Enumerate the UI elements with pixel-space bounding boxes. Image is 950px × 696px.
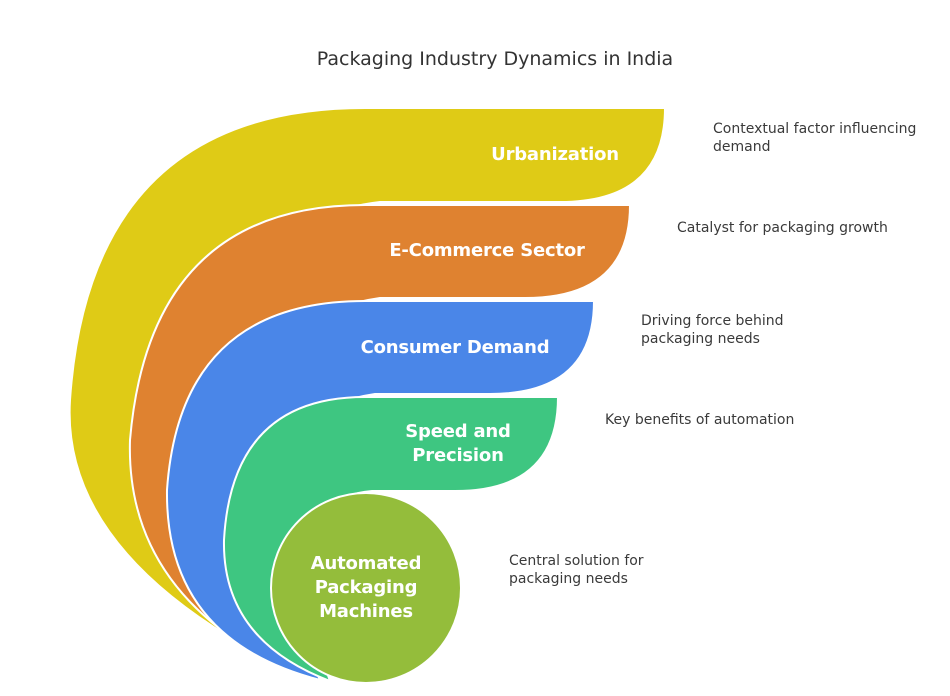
layer-label-e-commerce-sector: E-Commerce Sector [389, 240, 585, 261]
layer-description-speed-and-precision: Key benefits of automation [605, 412, 795, 428]
layer-description-automated-packaging-machines: Central solution for packaging needs [509, 553, 644, 587]
layer-shape-automated-packaging-machines [270, 492, 462, 684]
layer-label-speed-and-precision: Speed and Precision [405, 421, 511, 466]
diagram-title: Packaging Industry Dynamics in India [316, 48, 674, 70]
layer-description-urbanization: Contextual factor influencing demand [713, 121, 917, 155]
layer-label-urbanization: Urbanization [491, 144, 619, 165]
layer-description-e-commerce-sector: Catalyst for packaging growth [677, 220, 888, 236]
layer-label-automated-packaging-machines: Automated Packaging Machines [310, 553, 422, 622]
layer-description-consumer-demand: Driving force behind packaging needs [641, 313, 784, 347]
layer-label-consumer-demand: Consumer Demand [360, 337, 550, 358]
